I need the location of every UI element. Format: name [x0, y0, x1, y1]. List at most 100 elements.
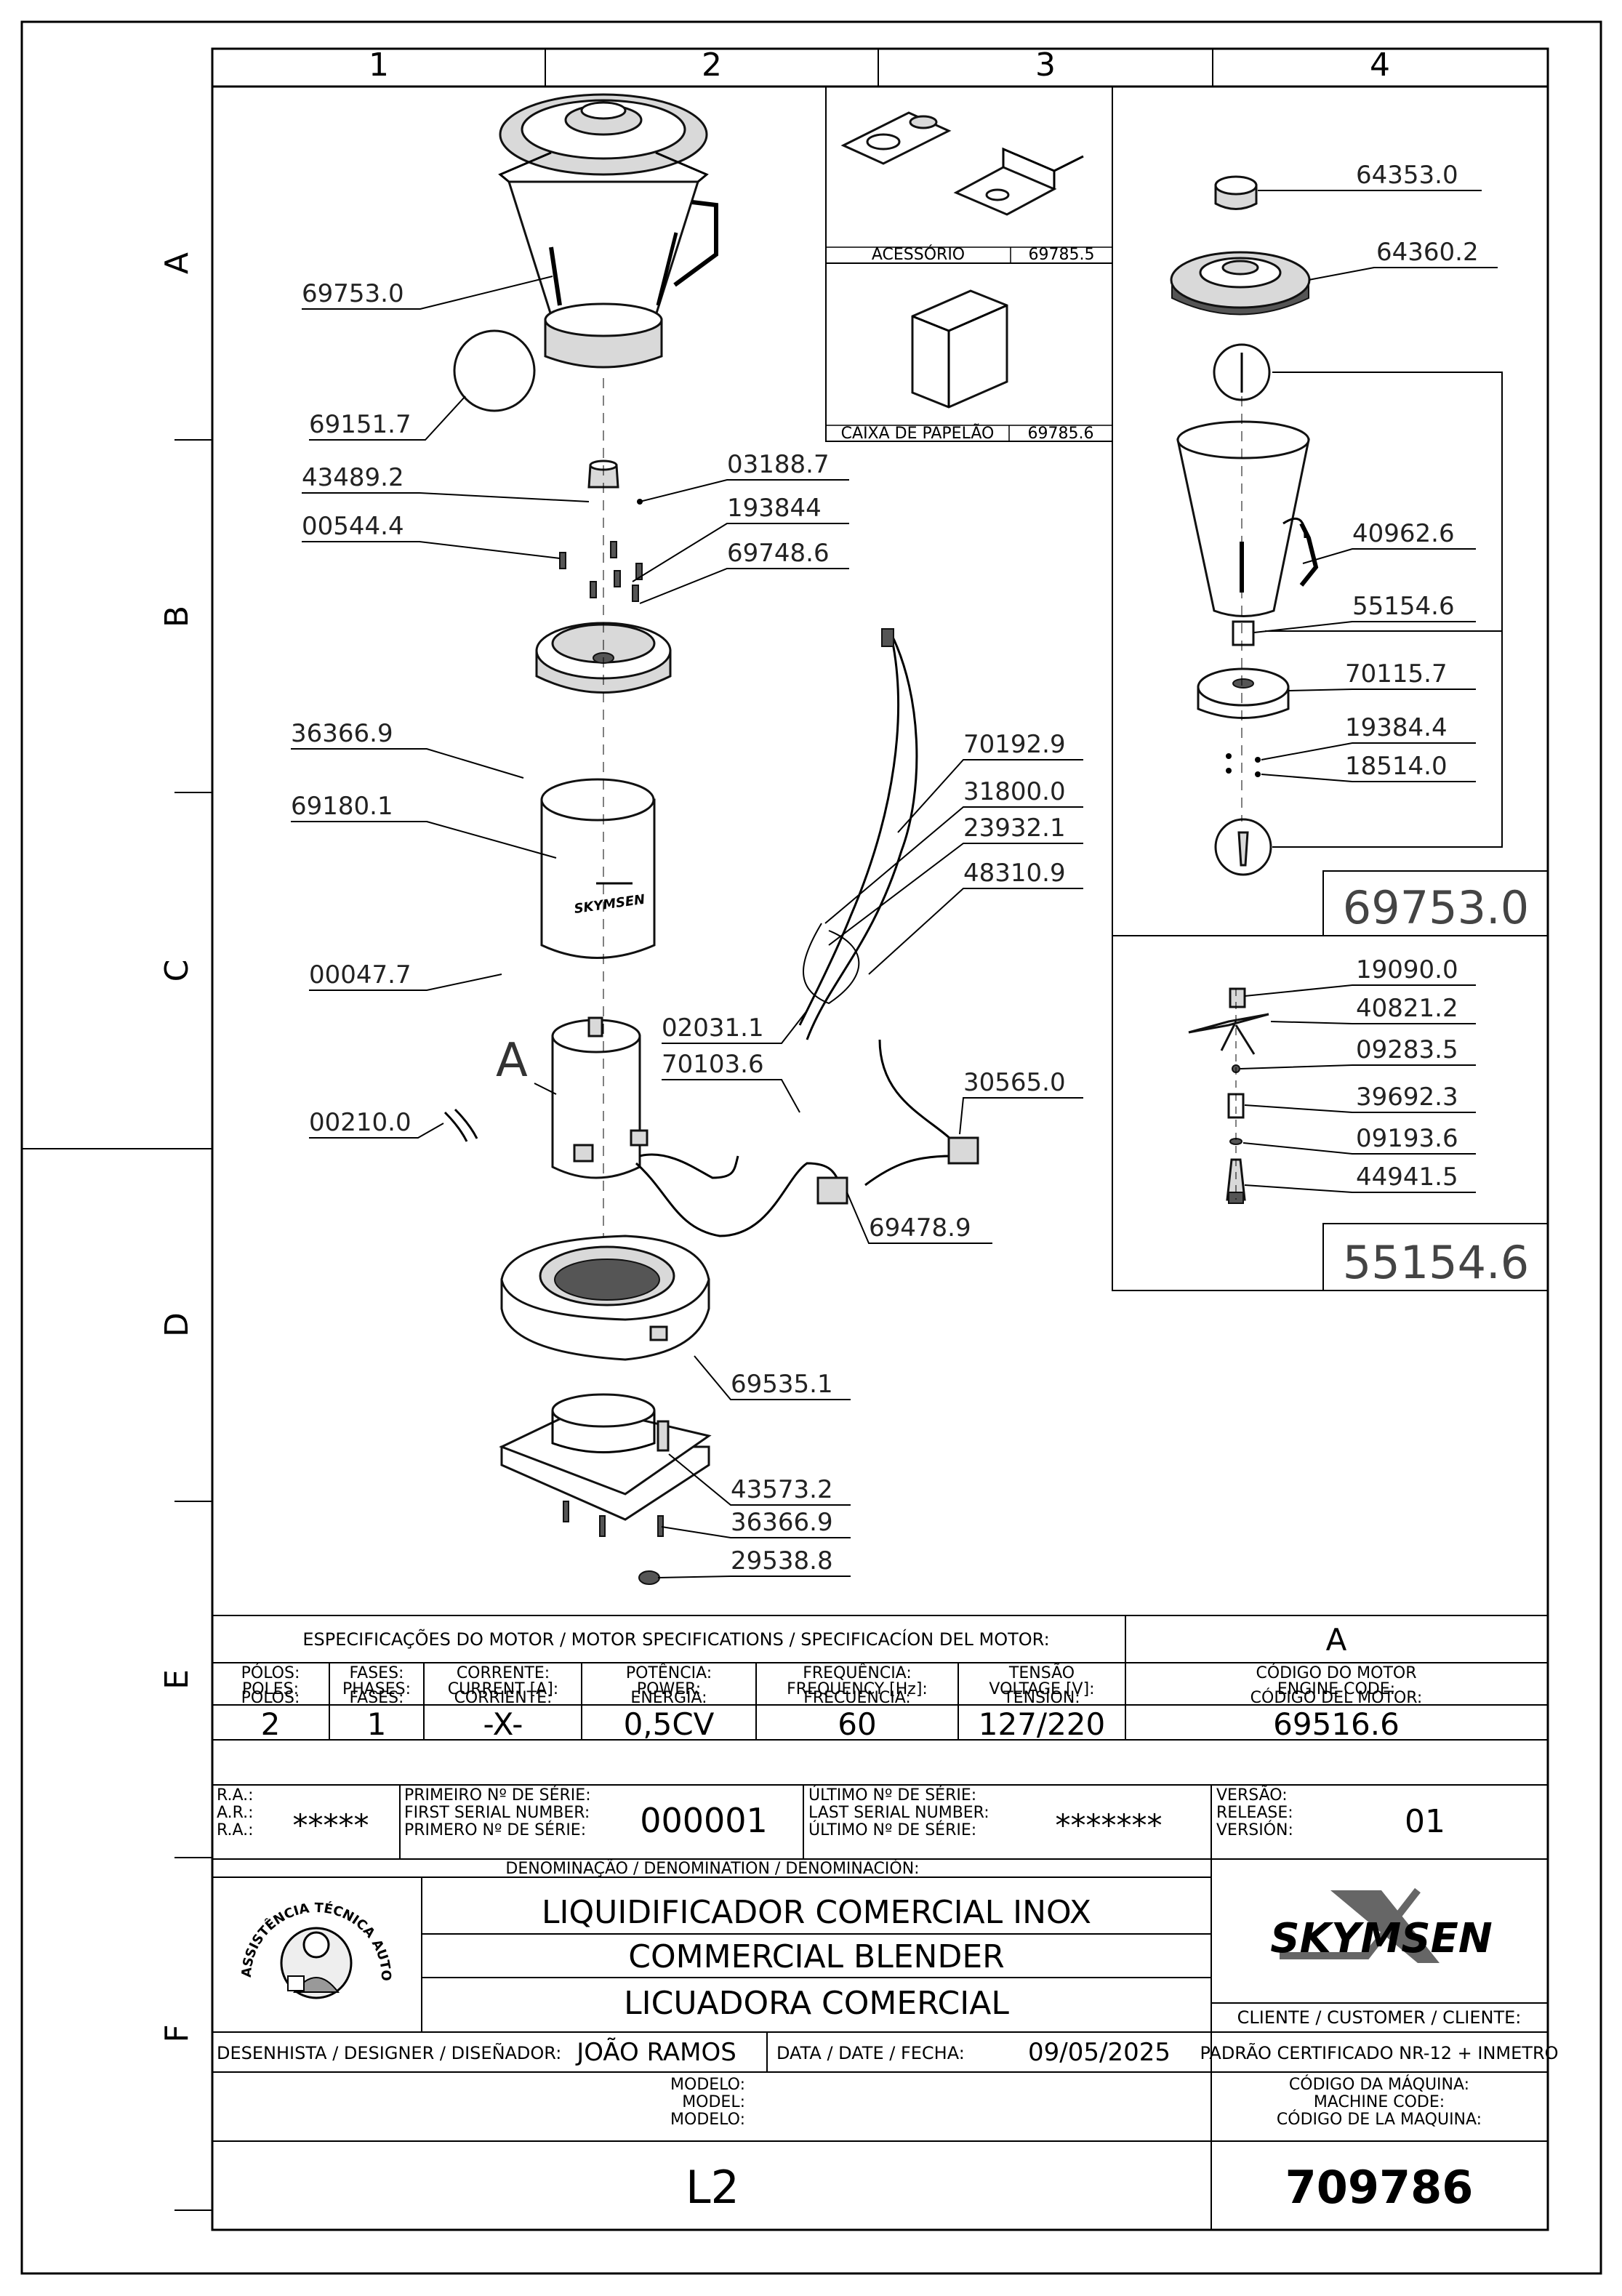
- part-label-power-cord: 70192.9: [963, 730, 1066, 759]
- spec-phases-h3: FASES:: [350, 1689, 404, 1707]
- blade-part-bearing: 39692.3: [1356, 1083, 1458, 1112]
- jar-part-blade-set: 55154.6: [1352, 592, 1455, 621]
- designer-name: JOÃO RAMOS: [575, 2038, 736, 2067]
- part-label-connector: 02031.1: [662, 1013, 764, 1043]
- part-label-harness: 70103.6: [662, 1050, 764, 1079]
- blade-part-washer: 09283.5: [1356, 1035, 1458, 1064]
- title-block: ESPECIFICAÇÕES DO MOTOR / MOTOR SPECIFIC…: [0, 0, 1559, 2230]
- machine-code-h2: MACHINE CODE:: [1314, 2093, 1445, 2111]
- engine-code-value: 69516.6: [1273, 1706, 1400, 1742]
- spec-current-h1: CORRENTE:: [457, 1664, 550, 1682]
- denomination-en: COMMERCIAL BLENDER: [628, 1938, 1004, 1975]
- last-serial-h3: ÚLTIMO Nº DE SÉRIE:: [808, 1821, 976, 1839]
- spec-power-value: 0,5CV: [624, 1706, 715, 1742]
- part-label-screw: 00544.4: [302, 512, 404, 541]
- carton-box-name: CAIXA DE PAPELÃO: [841, 423, 995, 443]
- brand-name: SKYMSEN: [1270, 1915, 1492, 1962]
- grid-row-f: F: [158, 2024, 196, 2042]
- version-h3: VERSIÓN:: [1216, 1821, 1293, 1839]
- jar-assembly-code: 69753.0: [1343, 881, 1529, 934]
- last-serial-h2: LAST SERIAL NUMBER:: [808, 1804, 989, 1822]
- spec-poles-h3: POLOS:: [241, 1689, 300, 1707]
- first-serial-h3: PRIMERO Nº DE SÉRIE:: [404, 1821, 586, 1839]
- date-label: DATA / DATE / FECHA:: [776, 2043, 965, 2063]
- motor-spec-tag: A: [1326, 1622, 1347, 1658]
- spec-phases-value: 1: [367, 1706, 387, 1742]
- model-value: L2: [686, 2161, 739, 2214]
- part-label-jar: 69753.0: [302, 279, 404, 308]
- engine-code-h1: CÓDIGO DO MOTOR: [1256, 1663, 1416, 1682]
- blade-part-nut: 19090.0: [1356, 955, 1458, 984]
- jar-part-body: 40962.6: [1352, 519, 1455, 548]
- designer-label: DESENHISTA / DESIGNER / DISEÑADOR:: [217, 2042, 561, 2063]
- part-label-wire: 48310.9: [963, 859, 1066, 888]
- machine-code-value: 709786: [1285, 2161, 1474, 2214]
- ra-label-1: R.A.:: [217, 1786, 254, 1805]
- first-serial-h1: PRIMEIRO Nº DE SÉRIE:: [404, 1786, 591, 1805]
- part-label-bottom-plate: 43573.2: [731, 1475, 833, 1504]
- brand-logo: SKYMSEN: [1270, 1887, 1493, 1963]
- spec-frequency-h3: FRECUENCIA:: [803, 1689, 911, 1707]
- last-serial-value: *******: [1056, 1807, 1163, 1843]
- jar-part-cap: 64353.0: [1356, 161, 1458, 190]
- machine-code-h1: CÓDIGO DA MÁQUINA:: [1289, 2075, 1469, 2094]
- blade-part-shaft: 44941.5: [1356, 1163, 1458, 1192]
- part-label-motor-cover: 69180.1: [291, 792, 393, 821]
- version-h2: RELEASE:: [1216, 1804, 1293, 1822]
- blade-part-ring: 09193.6: [1356, 1124, 1458, 1153]
- last-serial-h1: ÚLTIMO Nº DE SÉRIE:: [808, 1786, 976, 1805]
- spec-current-h3: CORRIENTE:: [454, 1689, 553, 1707]
- accessories-panel: ACESSÓRIO 69785.5 CAIXA DE PAPELÃO 69785…: [825, 86, 1113, 443]
- grid-row-a: A: [158, 252, 196, 274]
- spec-power-h1: POTÊNCIA:: [626, 1663, 712, 1682]
- spec-power-h3: ENERGÍA:: [630, 1688, 707, 1707]
- engine-code-h3: CÓDIGO DEL MOTOR:: [1250, 1688, 1423, 1707]
- spec-voltage-h2: VOLTAGE [V]:: [989, 1680, 1094, 1698]
- spec-current-value: -X-: [483, 1706, 523, 1742]
- first-serial-h2: FIRST SERIAL NUMBER:: [404, 1804, 590, 1822]
- jar-part-screw: 18514.0: [1345, 752, 1448, 781]
- part-label-foot: 29538.8: [731, 1546, 833, 1576]
- spec-power-h2: POWER:: [637, 1680, 701, 1698]
- grid-row-b: B: [158, 606, 196, 627]
- blade-assembly-panel: 19090.0 40821.2 09283.5 39692.3 09193.6 …: [1112, 935, 1549, 1291]
- jar-assembly-panel: 64353.0 64360.2 40962.6 55154.6 70115.7 …: [1112, 86, 1549, 936]
- part-label-terminal-a: 31800.0: [963, 777, 1066, 806]
- part-label-jar-seal: 69151.7: [309, 410, 411, 439]
- model-h3: MODELO:: [670, 2111, 745, 2129]
- spec-frequency-h1: FREQUÊNCIA:: [803, 1663, 912, 1682]
- machine-code-h3: CÓDIGO DE LA MAQUINA:: [1277, 2110, 1482, 2129]
- spec-voltage-h1: TENSÃO: [1008, 1663, 1075, 1682]
- part-label-rivet: 00047.7: [309, 960, 411, 990]
- part-label-plate-screw: 36366.9: [731, 1508, 833, 1537]
- spec-phases-h2: PHASES:: [342, 1680, 411, 1698]
- part-label-terminal-b: 23932.1: [963, 814, 1066, 843]
- version-value: 01: [1405, 1803, 1445, 1840]
- part-label-switch: 30565.0: [963, 1068, 1066, 1097]
- spec-voltage-value: 127/220: [979, 1706, 1105, 1742]
- denomination-header: DENOMINAÇÃO / DENOMINATION / DENOMINACIÓ…: [505, 1858, 919, 1878]
- exploded-view: SKYMSEN A: [443, 93, 979, 1585]
- accessory-code: 69785.5: [1029, 246, 1095, 264]
- motor-tag-a: A: [496, 1034, 528, 1088]
- model-h1: MODELO:: [670, 2076, 745, 2094]
- denomination-es: LICUADORA COMERCIAL: [624, 1985, 1009, 2022]
- grid-col-3: 3: [1035, 47, 1056, 84]
- denomination-pt: LIQUIDIFICADOR COMERCIAL INOX: [542, 1894, 1091, 1931]
- jar-part-lid: 64360.2: [1376, 238, 1479, 267]
- part-label-cover-screw: 36366.9: [291, 719, 393, 748]
- grid-row-e: E: [158, 1669, 196, 1690]
- grid-col-4: 4: [1370, 47, 1390, 84]
- jar-part-base: 70115.7: [1345, 659, 1448, 689]
- client-value: PADRÃO CERTIFICADO NR-12 + INMETRO: [1200, 2042, 1558, 2063]
- accessory-name: ACESSÓRIO: [872, 245, 965, 264]
- spec-poles-h2: POLES:: [242, 1680, 299, 1698]
- motor-spec-title: ESPECIFICAÇÕES DO MOTOR / MOTOR SPECIFIC…: [302, 1628, 1049, 1650]
- spec-frequency-value: 60: [838, 1706, 876, 1742]
- blade-assembly-code: 55154.6: [1343, 1236, 1529, 1289]
- spec-frequency-h2: FREQUENCY [Hz]:: [787, 1680, 928, 1698]
- grid-col-2: 2: [702, 47, 722, 84]
- part-label-pin: 03188.7: [727, 450, 830, 479]
- ra-label-2: A.R.:: [217, 1804, 254, 1822]
